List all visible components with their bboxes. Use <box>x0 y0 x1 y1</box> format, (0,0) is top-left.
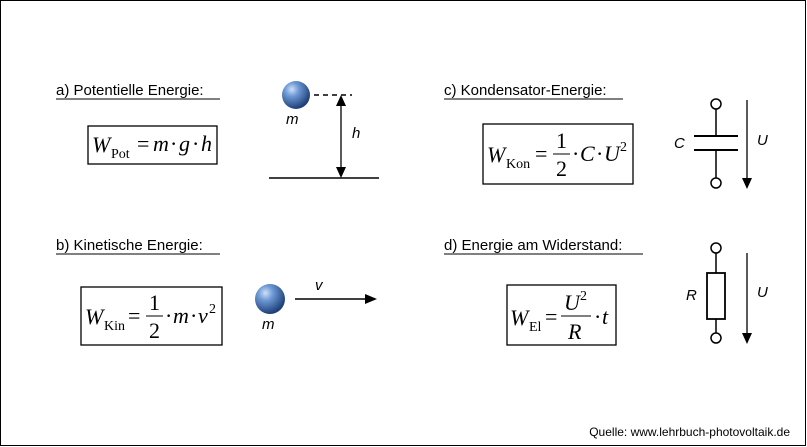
svg-text:U: U <box>564 290 582 315</box>
resistor-terminal-top <box>710 242 722 254</box>
svg-text:U: U <box>604 141 622 166</box>
svg-text:·: · <box>170 131 177 156</box>
heading-capacitor: c) Kondensator-Energie: <box>444 82 607 99</box>
velocity-arrow-head <box>365 294 377 304</box>
svg-text:·: · <box>594 304 601 329</box>
svg-text:2: 2 <box>620 140 627 155</box>
formula-potential: W Pot = m · g · h <box>92 131 212 162</box>
svg-text:W: W <box>85 304 105 329</box>
voltage-label-capacitor: U <box>757 132 768 149</box>
svg-text:Kon: Kon <box>506 157 530 172</box>
svg-text:·: · <box>596 141 603 166</box>
resistor-symbol <box>706 242 726 344</box>
svg-text:Kin: Kin <box>104 319 125 334</box>
heading-resistor: d) Energie am Widerstand: <box>444 237 622 254</box>
source-credit: Quelle: www.lehrbuch-photovoltaik.de <box>589 425 790 439</box>
voltage-arrow-resistor-head <box>742 333 752 344</box>
svg-text:2: 2 <box>209 302 216 317</box>
resistor-terminal-bottom <box>710 332 722 344</box>
svg-text:m: m <box>153 131 169 156</box>
resistance-label: R <box>686 287 697 304</box>
capacitance-label: C <box>674 135 685 152</box>
svg-text:h: h <box>201 131 212 156</box>
svg-text:W: W <box>92 132 112 157</box>
svg-text:C: C <box>580 141 595 166</box>
resistor-body <box>706 272 726 320</box>
heading-potential: a) Potentielle Energie: <box>56 82 204 99</box>
formula-box-potential <box>87 125 218 165</box>
svg-text:Pot: Pot <box>111 147 130 162</box>
svg-text:·: · <box>192 131 199 156</box>
svg-text:R: R <box>567 319 582 344</box>
svg-text:=: = <box>128 303 140 328</box>
heading-kinetic: b) Kinetische Energie: <box>56 237 203 254</box>
mass-label-potential: m <box>286 111 299 128</box>
svg-text:·: · <box>572 141 579 166</box>
mass-ball-kinetic <box>255 284 285 314</box>
velocity-label: v <box>315 277 324 294</box>
svg-text:=: = <box>545 304 557 329</box>
svg-text:1: 1 <box>149 290 160 315</box>
mass-ball-potential <box>282 81 310 109</box>
formula-box-capacitor <box>482 123 634 185</box>
voltage-label-resistor: U <box>757 284 768 301</box>
svg-text:2: 2 <box>580 289 587 304</box>
svg-text:v: v <box>198 303 208 328</box>
svg-text:=: = <box>137 131 149 156</box>
formula-kinetic: W Kin = 1 2 · m · v 2 <box>85 290 216 343</box>
formula-resistor: W El = U 2 R · t <box>510 289 609 344</box>
svg-text:1: 1 <box>556 128 567 153</box>
svg-text:·: · <box>190 303 197 328</box>
svg-text:El: El <box>529 320 542 335</box>
capacitor-symbol <box>694 98 738 189</box>
svg-text:W: W <box>510 305 530 330</box>
capacitor-terminal-top <box>710 98 722 110</box>
svg-text:·: · <box>165 303 172 328</box>
formula-capacitor: W Kon = 1 2 · C · U 2 <box>487 128 627 181</box>
svg-text:m: m <box>173 303 189 328</box>
voltage-arrow-capacitor-head <box>742 178 752 189</box>
height-arrow-down-head <box>336 167 346 178</box>
svg-text:t: t <box>602 304 609 329</box>
mass-label-kinetic: m <box>262 316 275 333</box>
formula-box-kinetic <box>80 286 223 346</box>
svg-text:2: 2 <box>556 156 567 181</box>
svg-text:=: = <box>535 141 547 166</box>
capacitor-terminal-bottom <box>710 177 722 189</box>
svg-text:g: g <box>179 131 190 156</box>
height-arrow-up-head <box>336 95 346 106</box>
svg-text:W: W <box>487 142 507 167</box>
height-label: h <box>352 125 360 142</box>
formula-box-resistor <box>506 284 617 346</box>
svg-text:2: 2 <box>149 318 160 343</box>
